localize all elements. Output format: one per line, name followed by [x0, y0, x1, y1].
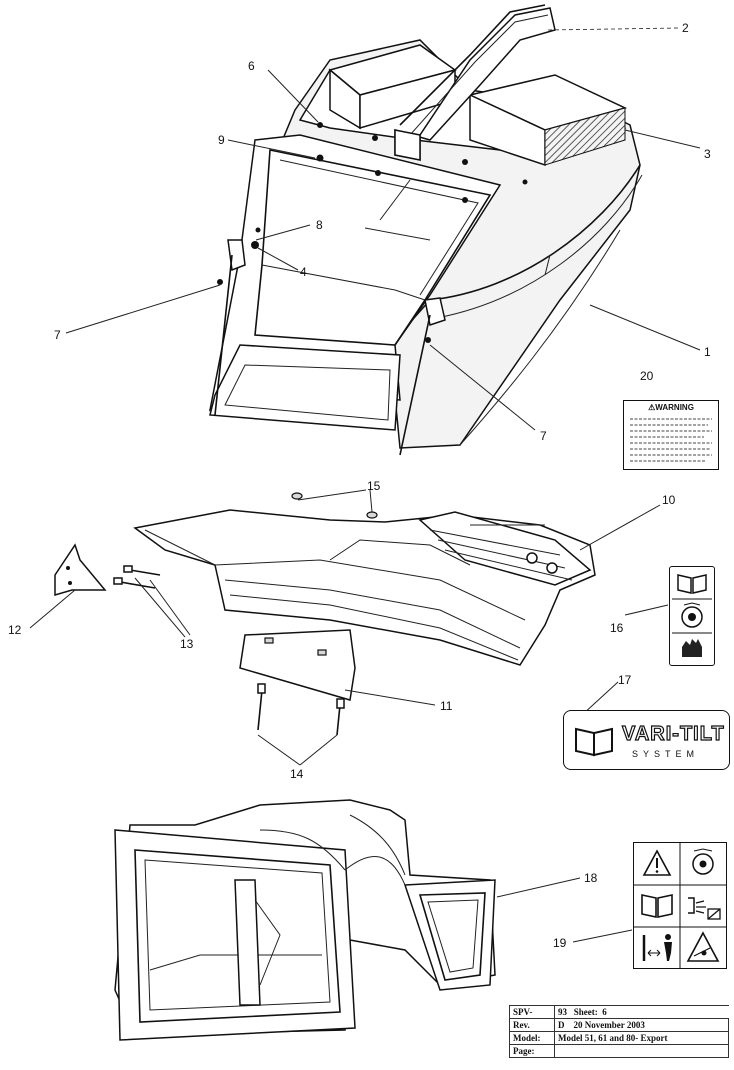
cover-plate: [239, 629, 356, 701]
hand-hazard-icon: [682, 639, 702, 657]
chute-deflector: [133, 509, 596, 666]
callout-15: 15: [367, 479, 381, 493]
title-cell: [554, 1044, 729, 1058]
callout-4: 4: [300, 265, 307, 279]
callout-16: 16: [610, 621, 624, 635]
leader-lines: [29, 27, 701, 943]
callout-6: 6: [248, 59, 255, 73]
title-block: SPV- 93 Sheet: 6 Rev. D 20 November 2003…: [509, 1005, 729, 1058]
callout-18: 18: [584, 871, 598, 885]
front-frame: [208, 134, 502, 456]
safety-label-vertical: [669, 566, 715, 666]
title-row-3: Model: Model 51, 61 and 80- Export: [509, 1031, 729, 1045]
slope-hazard-icon: [686, 931, 720, 962]
title-cell: Rev.: [509, 1018, 555, 1032]
keep-distance-icon: [642, 934, 672, 961]
book-icon: [575, 727, 613, 757]
title-value: 6: [602, 1007, 607, 1017]
warning-label: ⚠WARNING: [623, 400, 719, 470]
callout-10: 10: [662, 493, 676, 507]
title-row-1: SPV- 93 Sheet: 6: [509, 1005, 729, 1019]
title-value: 93: [558, 1007, 567, 1017]
book-icon: [641, 894, 673, 918]
title-row-4: Page:: [509, 1044, 729, 1058]
brand-bottom: SYSTEM: [632, 749, 700, 759]
pins: [113, 565, 161, 589]
title-cell: D 20 November 2003: [554, 1018, 729, 1032]
title-row-2: Rev. D 20 November 2003: [509, 1018, 729, 1032]
safety-label-grid: [633, 842, 727, 969]
callout-3: 3: [704, 147, 711, 161]
warning-triangle-icon: ⚠: [648, 403, 656, 412]
callout-14: 14: [290, 767, 304, 781]
callout-7-left: 7: [54, 328, 61, 342]
title-cell: SPV-: [509, 1005, 555, 1019]
title-cell: Page:: [509, 1044, 555, 1058]
callout-9: 9: [218, 133, 225, 147]
title-cell: Model:: [509, 1031, 555, 1045]
callout-19: 19: [553, 936, 567, 950]
title-value: D: [558, 1020, 565, 1030]
fastener-dots: [217, 122, 528, 343]
callout-20: 20: [640, 369, 654, 383]
carry-handle: [394, 4, 556, 161]
screws: [257, 683, 345, 736]
title-cell: 93 Sheet: 6: [554, 1005, 729, 1019]
book-icon: [677, 574, 707, 594]
callout-13: 13: [180, 637, 194, 651]
vari-tilt-label: VARI-TILT SYSTEM: [563, 710, 730, 770]
bracket: [54, 543, 107, 597]
callout-12: 12: [8, 623, 22, 637]
title-value: 20 November 2003: [573, 1020, 645, 1030]
callout-11: 11: [440, 699, 453, 713]
warning-triangle-icon: [642, 849, 672, 876]
rotating-blade-icon: [681, 602, 703, 628]
warning-heading: ⚠WARNING: [628, 403, 714, 412]
callout-8: 8: [316, 218, 323, 232]
callout-2: 2: [682, 21, 689, 35]
top-block-right: [467, 74, 628, 167]
warning-fine-print: [630, 418, 712, 462]
thrown-object-icon: [688, 897, 721, 920]
title-value: Sheet:: [573, 1007, 598, 1017]
callout-7-right: 7: [540, 429, 547, 443]
warning-heading-text: WARNING: [655, 403, 694, 412]
title-cell: Model 51, 61 and 80- Export: [554, 1031, 729, 1045]
rotating-blade-icon: [692, 848, 714, 875]
top-block-left: [328, 44, 457, 130]
discharge-duct: [114, 799, 496, 1041]
callout-1: 1: [704, 345, 711, 359]
callout-17: 17: [618, 673, 632, 687]
washers: [291, 492, 378, 519]
brand-top: VARI-TILT: [621, 722, 725, 745]
